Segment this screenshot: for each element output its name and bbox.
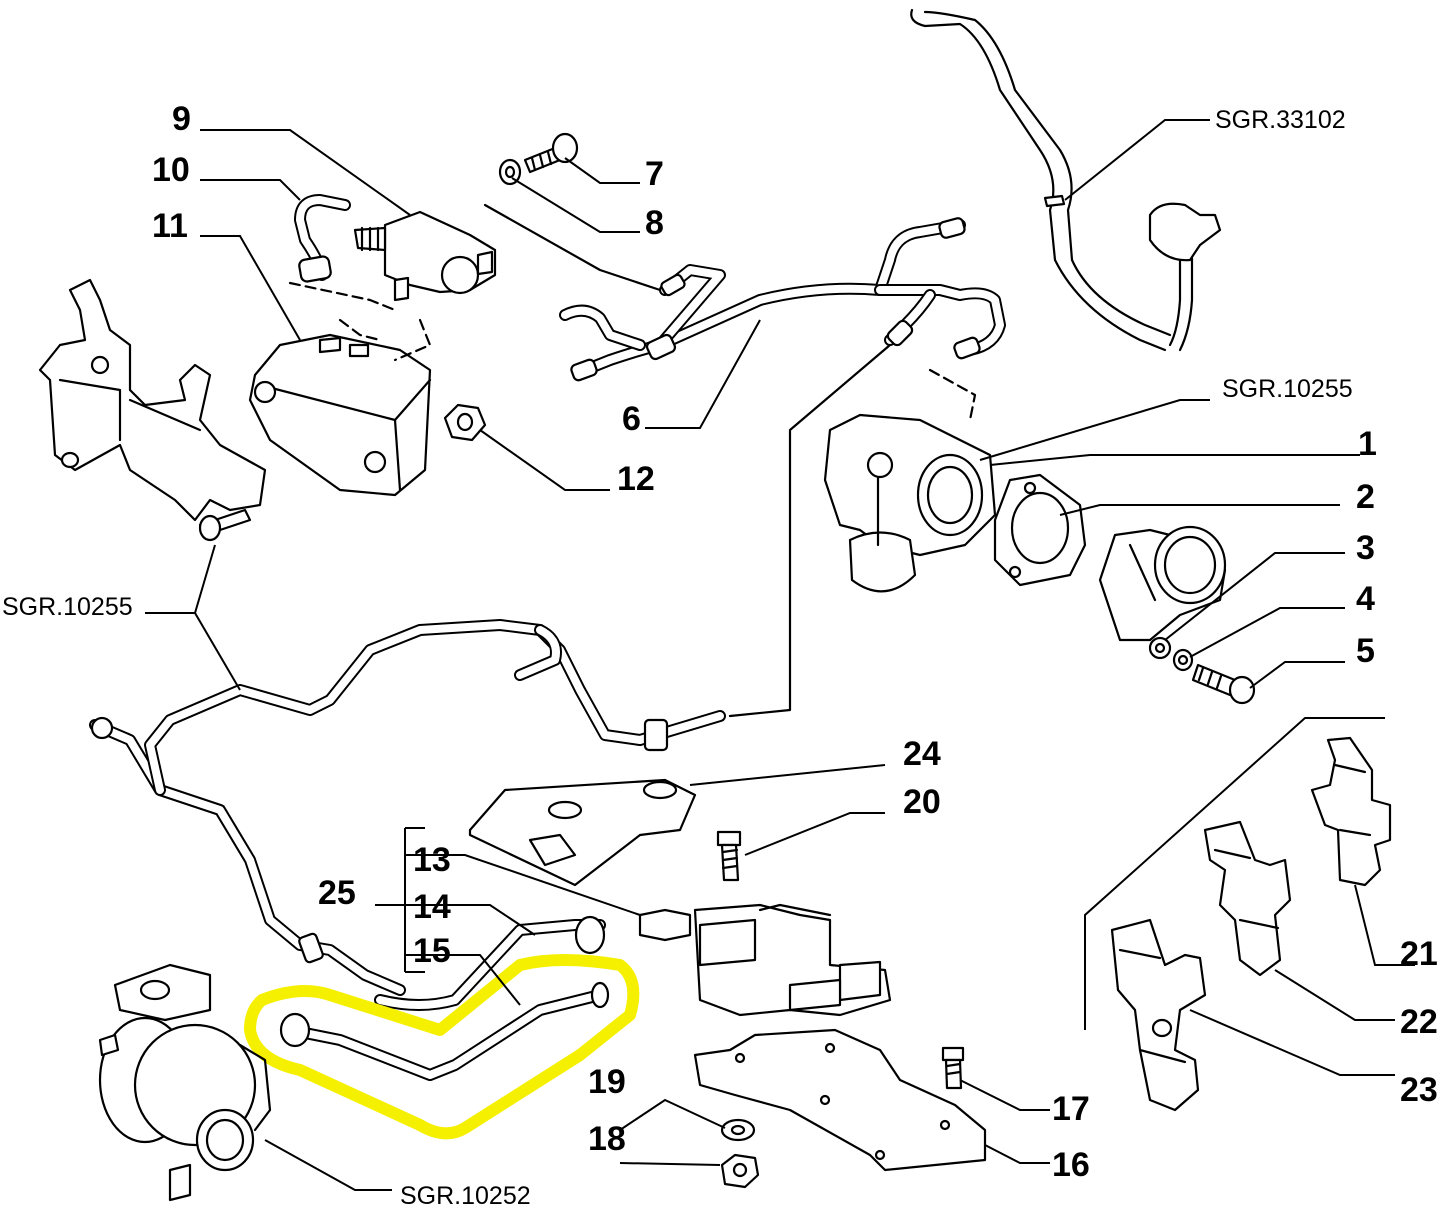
leader-lines <box>145 119 1415 1191</box>
clip-22 <box>1203 820 1292 977</box>
hose-10 <box>294 194 351 283</box>
callout-20: 20 <box>903 783 941 821</box>
support-plate-16 <box>693 1028 987 1172</box>
callout-6: 6 <box>622 400 641 438</box>
reference-labels: SGR.33102 SGR.10255 SGR.10255 SGR.10252 <box>2 106 1353 1209</box>
plate-24 <box>468 778 697 887</box>
solenoid-valve-9 <box>353 210 497 302</box>
callout-8: 8 <box>645 204 664 242</box>
callout-23: 23 <box>1400 1071 1438 1109</box>
ref-middle-right: SGR.10255 <box>1222 375 1353 403</box>
hose-14 <box>374 915 606 1011</box>
washer-4 <box>1172 648 1194 672</box>
hose-15 <box>279 981 610 1081</box>
throttle-body <box>728 343 997 718</box>
callout-17: 17 <box>1052 1090 1090 1128</box>
washer-8 <box>498 158 522 186</box>
callout-7: 7 <box>645 155 664 193</box>
clip-23 <box>1110 918 1207 1112</box>
callout-12: 12 <box>617 460 655 498</box>
ref-top-right: SGR.33102 <box>1215 106 1346 134</box>
vacuum-pipe-assembly <box>559 217 1006 382</box>
gasket <box>993 473 1087 587</box>
callout-5: 5 <box>1356 632 1375 670</box>
callout-19: 19 <box>588 1063 626 1101</box>
assembly-dashes-top <box>288 203 662 362</box>
clip-21 <box>1310 736 1392 887</box>
mounting-bracket <box>38 278 267 542</box>
nut-12 <box>443 403 487 442</box>
vacuum-line <box>89 619 726 996</box>
callout-1: 1 <box>1358 425 1377 463</box>
callout-10: 10 <box>152 151 190 189</box>
callout-15: 15 <box>413 932 451 970</box>
callout-24: 24 <box>903 735 941 773</box>
bolt-7 <box>523 132 579 174</box>
nut-18 <box>720 1153 760 1189</box>
callout-9: 9 <box>172 100 191 138</box>
callout-3: 3 <box>1356 529 1375 567</box>
bolt-5 <box>1191 663 1256 705</box>
highlight-outline <box>244 954 640 1140</box>
egr-valve <box>638 903 892 1017</box>
callout-13: 13 <box>413 841 451 879</box>
washer-19 <box>720 1118 756 1142</box>
callout-25: 25 <box>318 874 356 912</box>
callout-18: 18 <box>588 1120 626 1158</box>
callout-16: 16 <box>1052 1146 1090 1184</box>
callout-2: 2 <box>1356 478 1375 516</box>
frame-line <box>1084 717 1385 1030</box>
return-hose <box>910 8 1222 352</box>
filter-box-11 <box>248 333 432 497</box>
callout-21: 21 <box>1400 935 1438 973</box>
ref-left: SGR.10255 <box>2 593 133 621</box>
bolt-17 <box>941 1046 965 1090</box>
washer-3 <box>1148 636 1172 660</box>
callout-22: 22 <box>1400 1003 1438 1041</box>
callout-labels: 9 10 11 7 8 6 12 1 2 3 4 5 24 20 13 25 1… <box>152 100 1438 1184</box>
ref-bottom: SGR.10252 <box>400 1182 531 1209</box>
callout-11: 11 <box>152 207 188 245</box>
bolt-20 <box>716 830 742 882</box>
callout-4: 4 <box>1356 580 1375 618</box>
callout-14: 14 <box>413 888 451 926</box>
turbocharger <box>98 963 272 1202</box>
housing <box>1098 525 1227 642</box>
